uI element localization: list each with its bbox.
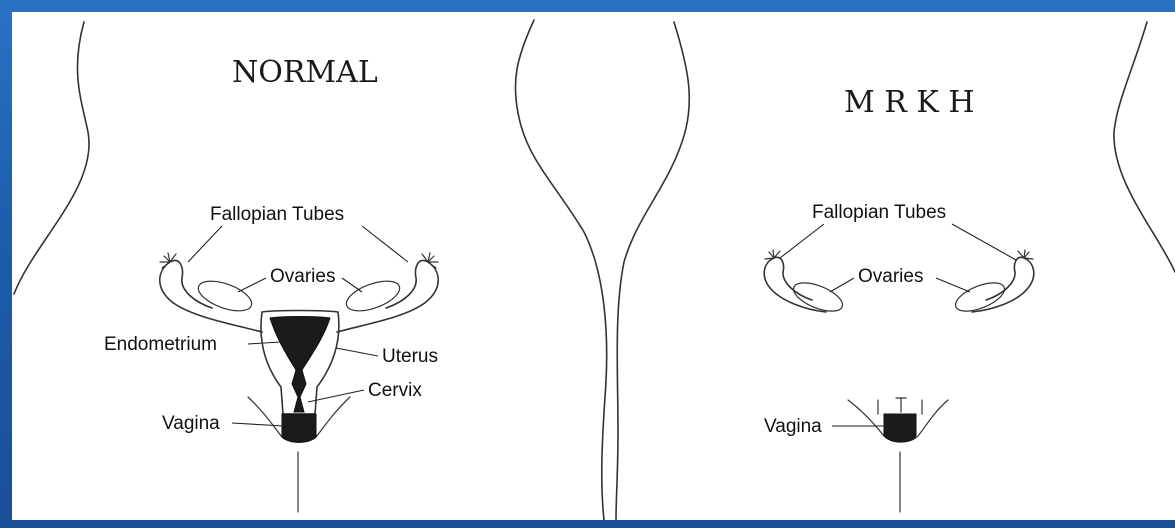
leader-fallopian-left-mrkh	[780, 224, 824, 258]
leader-fallopian-left	[188, 226, 222, 262]
leader-ovaries-right	[342, 278, 362, 292]
leader-fallopian-right	[362, 226, 408, 262]
ovary-left	[195, 275, 256, 317]
body-outline-left-side	[14, 22, 89, 294]
label-ovaries-normal: Ovaries	[270, 266, 335, 287]
panel-title-mrkh: M R K H	[844, 85, 975, 120]
panel-normal: NORMAL Fallopian Tubes	[14, 20, 607, 520]
panel-title-normal: NORMAL	[232, 55, 378, 90]
cervical-canal	[292, 370, 306, 412]
panel-mrkh: M R K H Fallopian Tubes Ovaries Vag	[616, 22, 1175, 520]
fallopian-tube-right	[337, 260, 438, 332]
leader-uterus	[336, 348, 378, 356]
label-fallopian-tubes-mrkh: Fallopian Tubes	[812, 202, 946, 223]
label-endometrium: Endometrium	[104, 334, 217, 355]
vagina	[282, 414, 316, 442]
leader-ovaries-left-mrkh	[830, 278, 854, 292]
comparison-diagram: NORMAL Fallopian Tubes	[12, 12, 1175, 520]
leader-endometrium	[248, 342, 280, 344]
vagina-mrkh	[884, 414, 916, 442]
leader-ovaries-right-mrkh	[936, 278, 970, 292]
label-uterus: Uterus	[382, 346, 438, 367]
label-ovaries-mrkh: Ovaries	[858, 266, 923, 287]
body-outline-left-side-mrkh	[616, 22, 689, 520]
body-outline-right-side-mrkh	[1114, 22, 1175, 272]
diagram-figure: NORMAL Fallopian Tubes	[12, 12, 1175, 520]
label-fallopian-tubes-normal: Fallopian Tubes	[210, 204, 344, 225]
leader-fallopian-right-mrkh	[952, 224, 1016, 260]
leader-ovaries-left	[238, 278, 266, 292]
label-cervix: Cervix	[368, 380, 422, 401]
leader-vagina-normal	[232, 423, 284, 426]
endometrium	[270, 317, 330, 373]
label-vagina-mrkh: Vagina	[764, 416, 822, 437]
label-vagina-normal: Vagina	[162, 413, 220, 434]
ovary-right	[343, 275, 404, 317]
body-outline-right-side	[515, 20, 606, 520]
fallopian-tube-left	[160, 260, 262, 332]
vaginal-dimple-mrkh	[878, 398, 922, 414]
